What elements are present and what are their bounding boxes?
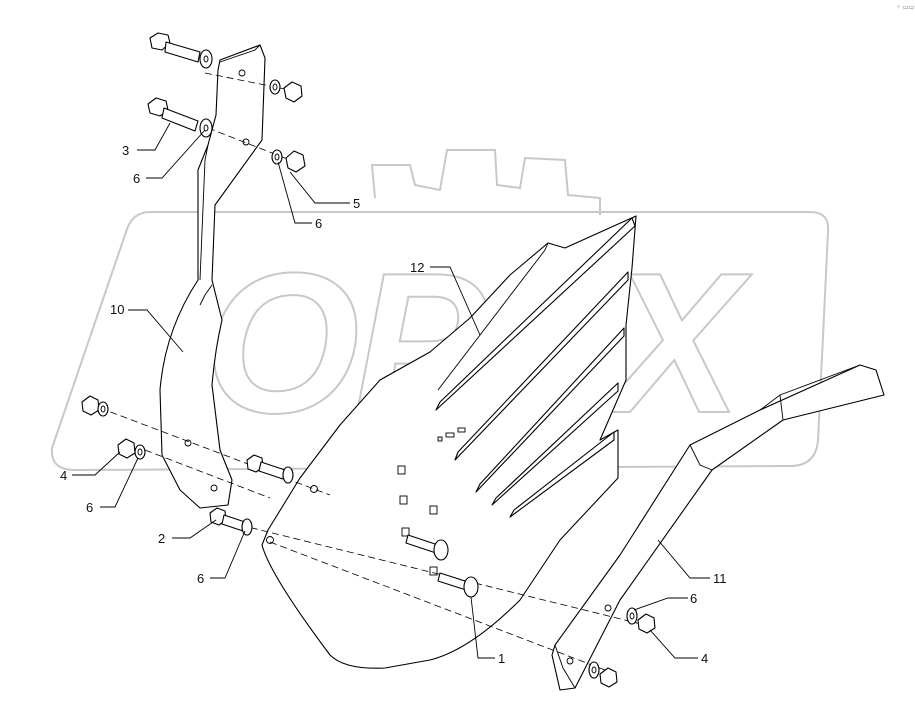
callout-label: 5 — [353, 196, 360, 211]
bar-part-11 — [551, 364, 885, 691]
washer — [588, 661, 600, 679]
callout-label: 2 — [158, 531, 165, 546]
bracket-edge — [219, 44, 261, 63]
bracket-body — [159, 44, 266, 509]
callout-label: 12 — [410, 260, 424, 275]
plate-top-edge — [437, 242, 549, 391]
callout-label: 6 — [86, 500, 93, 515]
washer-hole — [100, 405, 106, 413]
plate-slot — [397, 465, 406, 475]
washer — [134, 444, 146, 460]
hex-nut — [283, 81, 303, 103]
plate-slot — [401, 527, 410, 537]
leader-lines — [72, 122, 710, 659]
callout-label: 4 — [701, 651, 708, 666]
fasteners — [81, 32, 656, 688]
plate-hole — [310, 485, 318, 493]
callout-labels: 3 6 5 6 10 12 4 6 2 6 1 11 6 4 — [60, 143, 727, 666]
corner-mark: ⁘ ▭▭ — [896, 4, 914, 11]
callout-label: 6 — [197, 571, 204, 586]
callout-label: 6 — [315, 216, 322, 231]
plate-slot — [399, 495, 408, 505]
plate-logo-mark — [437, 427, 466, 442]
washer — [626, 607, 638, 625]
washer — [271, 149, 283, 165]
plate-fin-3 — [475, 327, 625, 493]
hex-nut — [117, 438, 136, 459]
plate-slot — [429, 566, 438, 576]
washer-hole — [137, 448, 143, 456]
bar-edge — [779, 394, 784, 421]
callout-label: 1 — [498, 651, 505, 666]
washer-hole — [591, 666, 597, 674]
washer-hole — [203, 55, 209, 63]
callout-label: 10 — [110, 302, 124, 317]
washer-hole — [274, 153, 280, 161]
bracket-edge — [199, 144, 209, 281]
bracket-part-10 — [159, 44, 266, 509]
plate-fin-4 — [491, 382, 619, 506]
washer — [282, 466, 294, 484]
bar-hole — [566, 657, 574, 665]
hex-nut — [285, 150, 306, 173]
washer-hole — [629, 612, 635, 620]
hex-bolt — [149, 32, 201, 63]
callout-label: 3 — [122, 143, 129, 158]
plate-hole — [266, 536, 274, 544]
hex-bolt — [147, 97, 199, 132]
hex-nut — [637, 613, 656, 634]
hex-bolt — [209, 507, 246, 532]
bar-edge — [554, 644, 576, 689]
callout-label: 11 — [713, 571, 727, 586]
callout-label: 6 — [690, 591, 697, 606]
bar-edge — [689, 444, 713, 471]
hex-nut — [599, 667, 618, 688]
plate-body — [261, 215, 637, 669]
plate-fin-2 — [454, 271, 629, 461]
washer — [269, 79, 281, 95]
washer — [199, 49, 213, 69]
washer — [97, 401, 109, 417]
carriage-bolt — [405, 534, 449, 561]
watermark-badge — [50, 211, 830, 472]
bracket-hole — [238, 69, 246, 77]
bracket-hole — [184, 439, 192, 447]
washer-hole — [203, 124, 209, 132]
hex-bolt — [246, 454, 286, 480]
bar-body — [551, 364, 885, 691]
plate-part-12 — [261, 215, 637, 669]
plate-fin-5 — [509, 431, 615, 518]
bar-hole — [604, 604, 612, 612]
bracket-edge — [199, 284, 213, 306]
washer-hole — [272, 83, 278, 91]
hex-nut — [81, 395, 100, 416]
washer — [199, 118, 213, 138]
washer — [241, 518, 253, 536]
plate-fin-1 — [435, 217, 636, 411]
callout-label: 4 — [60, 468, 67, 483]
plate-slot — [429, 505, 438, 515]
callout-label: 6 — [133, 171, 140, 186]
bracket-hole — [210, 484, 218, 492]
